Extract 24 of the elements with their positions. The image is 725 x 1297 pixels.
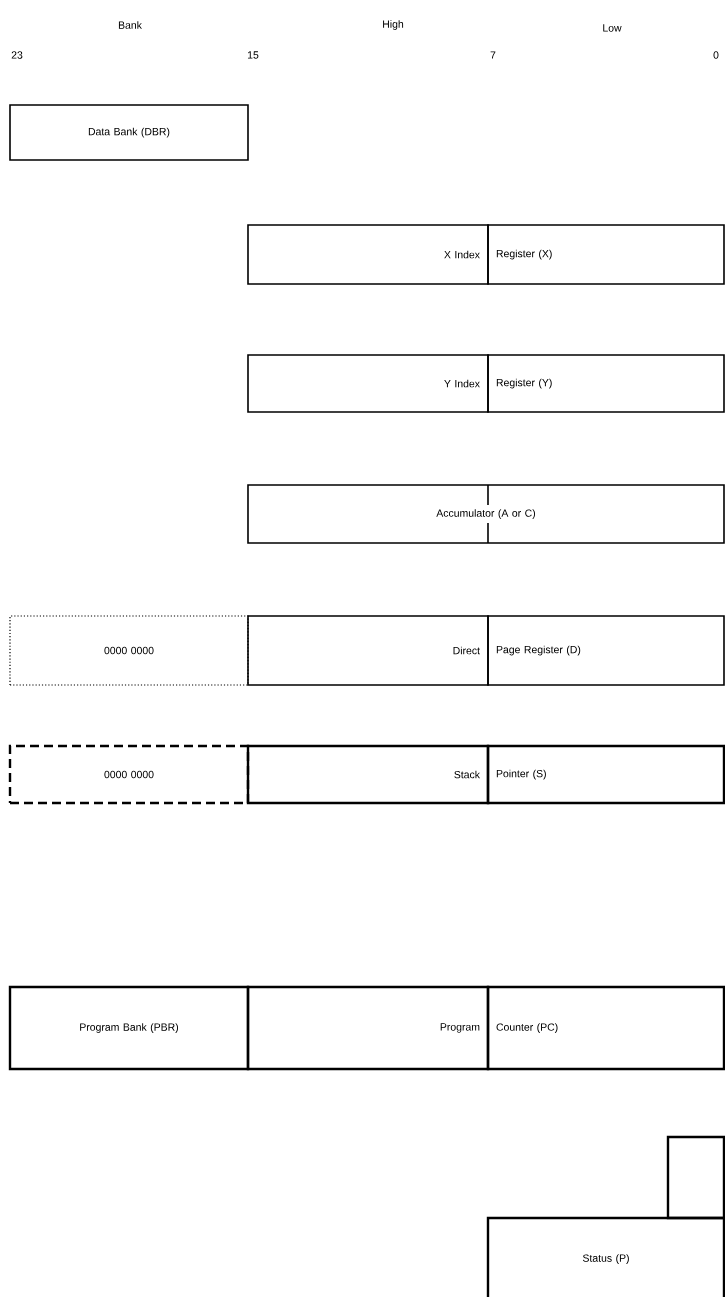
register-box: Register (Y)	[487, 354, 725, 413]
column-heading: Low	[603, 24, 622, 32]
register-box: Program	[246, 985, 490, 1071]
register-box: Accumulator (A or C)	[247, 484, 725, 544]
register-box: Direct	[247, 615, 489, 686]
flag-box	[666, 1135, 725, 1220]
register-box: Pointer (S)	[486, 744, 725, 805]
register-box: X Index	[247, 224, 489, 285]
register-box: Page Register (D)	[487, 615, 725, 686]
register-box: Program Bank (PBR)	[8, 985, 250, 1071]
bit-number: 0	[713, 51, 719, 59]
register-box: Data Bank (DBR)	[9, 104, 249, 161]
bit-number: 23	[11, 51, 23, 59]
column-heading: Bank	[118, 21, 142, 29]
bit-number: 15	[248, 51, 259, 59]
register-box: Y Index	[247, 354, 489, 413]
register-box: Status (P)	[486, 1216, 725, 1297]
zero-filled-box: 0000 0000	[9, 615, 249, 686]
register-box: Register (X)	[487, 224, 725, 285]
column-heading: High	[383, 20, 404, 30]
register-box: Counter (PC)	[486, 985, 725, 1071]
register-box: Stack	[246, 744, 490, 805]
bit-number: 7	[490, 51, 496, 59]
zero-filled-box: 0000 0000	[8, 744, 250, 805]
